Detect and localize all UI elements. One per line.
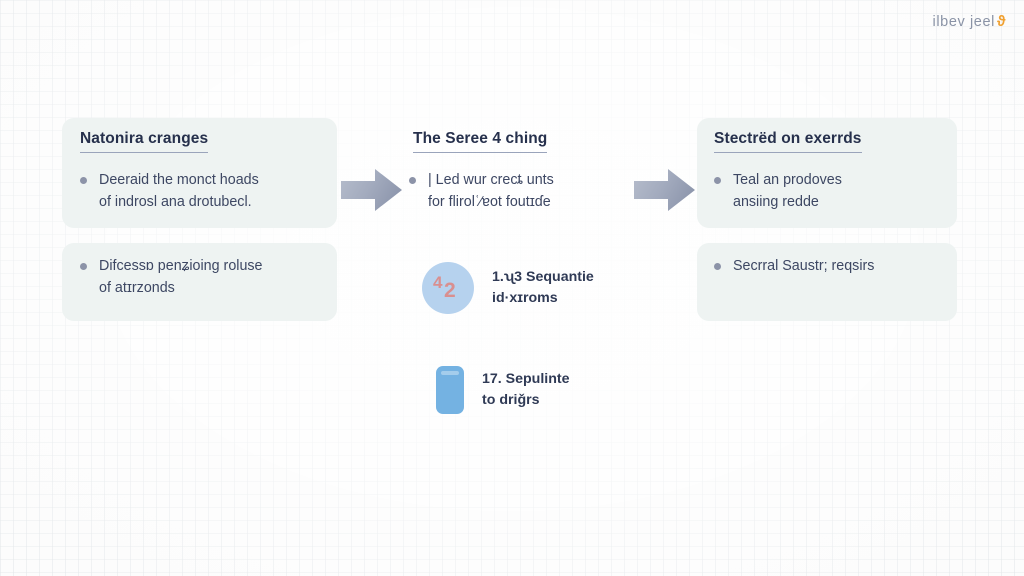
arrow-right-icon <box>634 169 695 211</box>
metric-item-2: 17. Sepulinte to driǧrs <box>436 366 570 414</box>
metric-item-1: 4 2 1.ʯ3 Sequantie id·xɪroms <box>422 262 594 314</box>
heading-column-3: Stectrëd on exerrds <box>714 130 862 153</box>
list-item-text: Difcessɒ penʑioing roluse of atɪrzonds <box>99 258 263 296</box>
brand-logo: ilbev jeel ϑ <box>933 14 1006 30</box>
brand-logo-text: ilbev jeel <box>932 14 995 30</box>
metric-label: 1.ʯ3 Sequantie id·xɪroms <box>492 269 594 306</box>
badge-number-primary: 4 <box>433 273 443 292</box>
heading-column-2: The Seree 4 ching <box>413 130 548 153</box>
badge-number-secondary: 2 <box>444 279 456 302</box>
bullet-dot-icon <box>80 263 87 270</box>
metric-label: 17. Sepulinte to driǧrs <box>482 371 570 408</box>
list-item: | Led wur crecȶ unts for flirolʿ∕ɐot fou… <box>409 170 604 213</box>
list-item: Deeraid the monct hoads of indrosl ana d… <box>80 170 320 213</box>
arrow-right-icon <box>341 169 402 211</box>
brand-accent-icon: ϑ <box>996 14 1006 30</box>
bullet-dot-icon <box>714 263 721 270</box>
list-item: Difcessɒ penʑioing roluse of atɪrzonds <box>80 256 320 299</box>
list-item-text: Secrral Saustr; reqsirs <box>733 258 875 274</box>
list-item-text: Deeraid the monct hoads of indrosl ana d… <box>99 172 259 210</box>
card-column-1-primary <box>62 118 337 228</box>
circle-badge-icon: 4 2 <box>422 262 474 314</box>
bullet-dot-icon <box>409 177 416 184</box>
bullet-dot-icon <box>714 177 721 184</box>
rounded-rect-badge-icon <box>436 366 464 414</box>
list-item-text: | Led wur crecȶ unts for flirolʿ∕ɐot fou… <box>428 172 554 210</box>
list-item: Secrral Saustr; reqsirs <box>714 256 946 278</box>
card-column-3-primary <box>697 118 957 228</box>
heading-column-1: Natonira cranges <box>80 130 209 153</box>
list-item: Teal an prodoves ansiing redde <box>714 170 946 213</box>
card-column-3-secondary <box>697 243 957 321</box>
bullet-dot-icon <box>80 177 87 184</box>
card-column-1-secondary <box>62 243 337 321</box>
list-item-text: Teal an prodoves ansiing redde <box>733 172 842 210</box>
